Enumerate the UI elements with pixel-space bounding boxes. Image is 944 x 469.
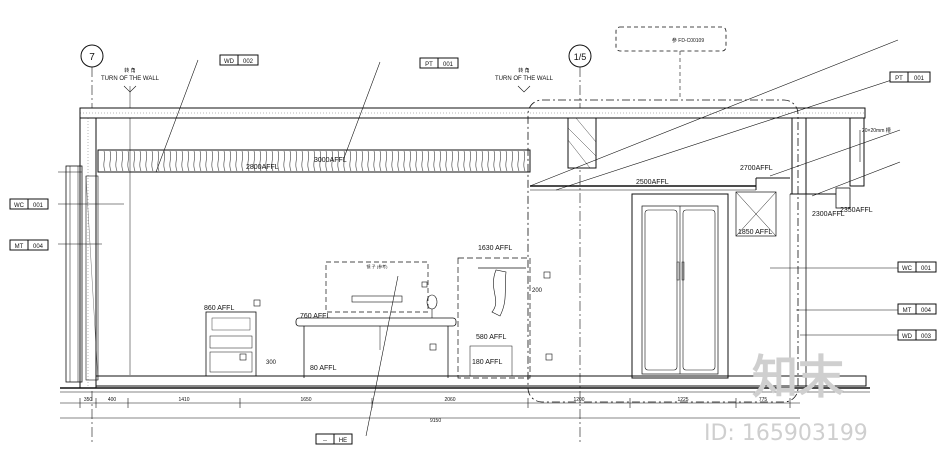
svg-text:003: 003: [921, 334, 932, 340]
tag-he-bottom: -- HE: [315, 433, 353, 445]
turn-of-wall-right: TURN OF THE WALL: [495, 76, 554, 82]
tag-mt-right: MT 004: [897, 303, 937, 315]
floor-skirting: [95, 375, 867, 387]
svg-text:MT: MT: [903, 308, 912, 314]
svg-text:MT: MT: [15, 244, 24, 250]
reference-box-code: 参 FD-C00109: [672, 37, 704, 44]
tag-pt-right: PT 001: [889, 71, 931, 83]
svg-text:HE: HE: [339, 438, 347, 444]
zone-outline: [527, 99, 799, 403]
svg-text:001: 001: [443, 62, 454, 68]
svg-text:PT: PT: [895, 76, 903, 82]
level-1850: 1850 AFFL: [738, 229, 772, 236]
level-3000: 3000AFFL: [314, 157, 347, 164]
grid-axis-right: 1/5: [568, 44, 592, 445]
section-note: 20×20mm 槽: [862, 127, 891, 134]
dimension-label: 1225: [677, 397, 688, 403]
svg-text:001: 001: [33, 203, 44, 209]
svg-text:WC: WC: [14, 203, 25, 209]
dressing-table: 镜 子 (参考): [295, 261, 457, 378]
svg-text:004: 004: [921, 308, 932, 314]
tag-mt-left: MT 004: [9, 239, 49, 251]
right-wall-upper: [791, 117, 807, 195]
ceiling-beam: [567, 117, 597, 169]
svg-text:001: 001: [914, 76, 925, 82]
grid-axis-left-label: 7: [89, 52, 95, 63]
svg-text:004: 004: [33, 244, 44, 250]
svg-text:镜 子 (参考): 镜 子 (参考): [367, 263, 389, 269]
level-80: 80 AFFL: [310, 365, 337, 372]
level-2300: 2300AFFL: [812, 211, 845, 218]
dimension-label: 1200: [573, 397, 584, 403]
level-860: 860 AFFL: [204, 305, 234, 312]
turn-of-wall-left: TURN OF THE WALL: [101, 76, 160, 82]
level-2500: 2500AFFL: [636, 179, 669, 186]
svg-text:PT: PT: [425, 62, 433, 68]
tag-pt-mid: PT 001: [419, 57, 459, 69]
dimension-label: 400: [108, 397, 117, 403]
grid-axis-right-label: 1/5: [574, 52, 587, 62]
wardrobe: [631, 193, 729, 379]
window-left: [65, 165, 83, 383]
level-760: 760 AFFL: [300, 313, 330, 320]
watermark-id: ID: 165903199: [704, 421, 868, 446]
level-2700: 2700AFFL: [740, 165, 773, 172]
lamp: [426, 294, 438, 318]
dimension-label: 1410: [178, 397, 189, 403]
svg-text:WC: WC: [902, 266, 913, 272]
nightstand: [205, 311, 257, 377]
svg-text:002: 002: [243, 59, 254, 65]
dimension-label: 350: [84, 397, 93, 403]
total-dimension: 9150: [430, 418, 441, 424]
svg-text:WD: WD: [224, 59, 235, 65]
level-180: 180 AFFL: [472, 359, 502, 366]
clothes-rack: [457, 257, 531, 379]
tag-wd-right: WD 003: [897, 329, 937, 341]
tag-wd-top: WD 002: [219, 54, 259, 66]
dimension-label: 2060: [444, 397, 455, 403]
level-2350: 2350AFFL: [840, 207, 873, 214]
watermark-logo: 知末: [752, 350, 844, 404]
tag-wc-left: WC 001: [9, 198, 49, 210]
dimension-label: 775: [759, 397, 768, 403]
svg-text:WD: WD: [902, 334, 913, 340]
level-1630: 1630 AFFL: [478, 245, 512, 252]
svg-text:转 角: 转 角: [124, 67, 135, 74]
curtain-pelmet: [97, 149, 531, 173]
dimension-label: 1650: [300, 397, 311, 403]
level-300: 300: [266, 360, 277, 366]
level-2800: 2800AFFL: [246, 164, 279, 171]
tag-wc-right: WC 001: [897, 261, 937, 273]
svg-text:001: 001: [921, 266, 932, 272]
svg-text:转 角: 转 角: [518, 67, 529, 74]
level-580: 580 AFFL: [476, 334, 506, 341]
svg-text:--: --: [323, 438, 327, 444]
level-200: 200: [532, 288, 543, 294]
